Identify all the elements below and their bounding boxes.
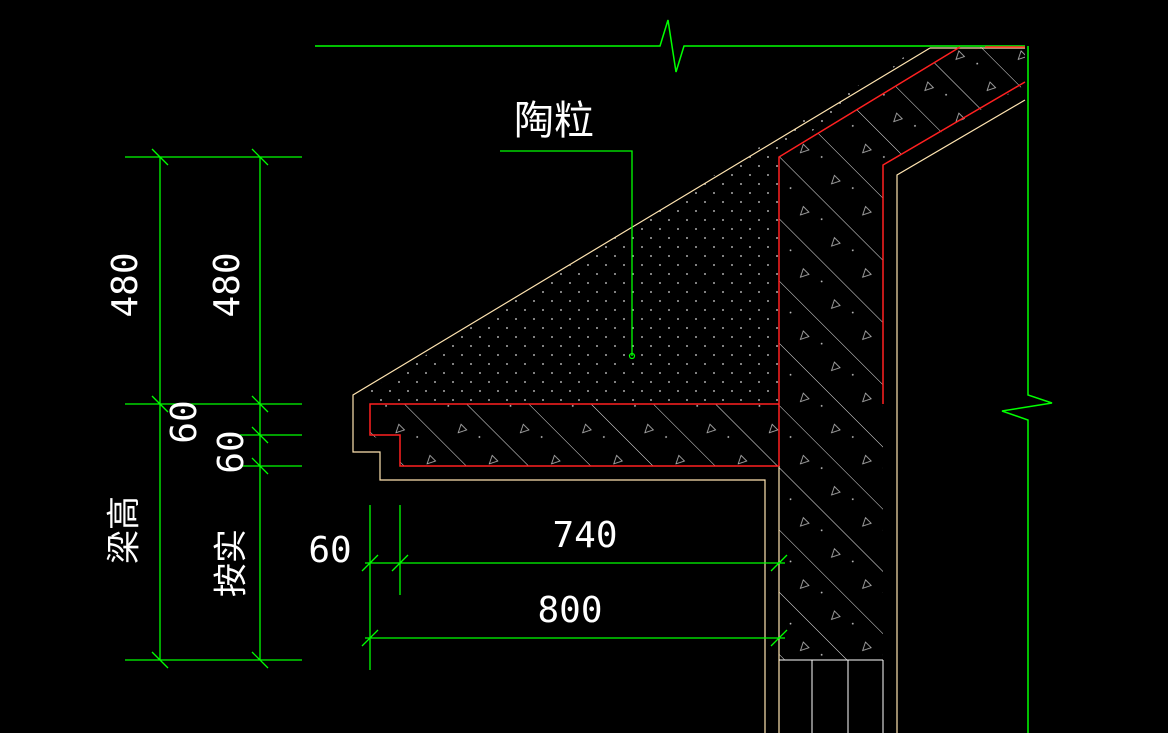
tick-3 [151, 395, 169, 413]
concrete-slab-hatch [370, 404, 779, 466]
horizontal-dimensions [361, 505, 788, 670]
outer-finish-outline [352, 47, 931, 733]
dim-text-800: 800 [537, 590, 602, 631]
concrete-slab-boundary [369, 403, 779, 467]
tick-h2 [391, 554, 409, 572]
beam-inner-boundary [882, 81, 1026, 404]
tick-1 [151, 148, 169, 166]
right-break-line [1001, 46, 1053, 733]
material-leader-dot [628, 352, 636, 360]
tick-h1 [361, 554, 379, 572]
dim-text-lower-60: 60 [211, 430, 252, 473]
top-break-line [315, 19, 1025, 73]
inner-finish-outline [896, 99, 1026, 733]
material-label: 陶粒 [514, 98, 594, 144]
tick-8 [251, 651, 269, 669]
tick-h3 [770, 554, 788, 572]
dim-text-740: 740 [552, 515, 617, 556]
tick-5 [251, 426, 269, 444]
dim-text-left-480: 480 [105, 252, 146, 317]
tick-6 [251, 457, 269, 475]
as-built-label: 按实 [212, 529, 252, 597]
tick-h4 [361, 629, 379, 647]
dim-text-right-480: 480 [207, 252, 248, 317]
dim-text-left-60: 60 [308, 530, 351, 571]
concrete-beam-hatch [779, 47, 1025, 660]
material-leader-line [500, 150, 633, 356]
vertical-dimensions [125, 148, 302, 669]
tick-h5 [770, 629, 788, 647]
tick-4 [251, 395, 269, 413]
tick-2 [251, 148, 269, 166]
dim-text-upper-60: 60 [164, 400, 205, 443]
beam-height-label: 梁高 [105, 496, 145, 564]
ceramsite-wall-boundary [778, 46, 961, 466]
tick-7 [151, 651, 169, 669]
